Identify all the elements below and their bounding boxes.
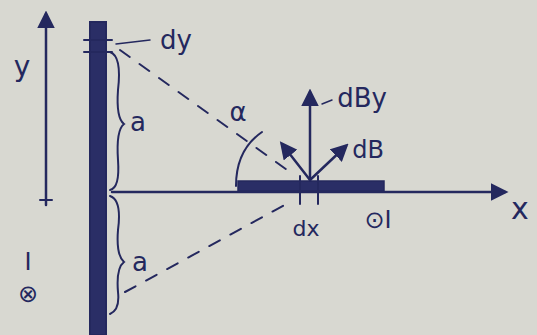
dB-vector: [310, 146, 346, 180]
current-label: I: [24, 248, 31, 276]
vector-label: dBy: [337, 85, 387, 111]
current-label: ⊙I: [364, 206, 391, 234]
current-direction: ⊗: [18, 282, 38, 306]
vector-label: dBy: [337, 83, 387, 113]
angle-arc: [236, 132, 262, 186]
origin-tick: [40, 199, 52, 201]
vector-label: dB: [352, 136, 384, 164]
dy-tick: [84, 51, 112, 53]
dy-tick: [84, 39, 112, 41]
rod: [238, 181, 384, 191]
dx-tick: [299, 176, 301, 204]
vector-label: dB: [352, 138, 384, 162]
current-label: I: [24, 250, 31, 274]
current-label: ⊙I: [364, 208, 391, 232]
dBy-vector: [309, 92, 312, 180]
dashed-line: [120, 50, 290, 172]
axis-label: y: [14, 50, 31, 83]
y-axis: [45, 14, 48, 205]
element-label: dy: [160, 25, 192, 55]
dx-tick: [317, 176, 319, 204]
bracket: [110, 52, 124, 190]
dB-vector: [282, 144, 310, 180]
axis-label: x: [511, 191, 529, 226]
element-label: dy: [160, 27, 192, 53]
axis-label: x: [511, 194, 529, 224]
distance-label: a: [132, 247, 148, 277]
wire: [90, 22, 106, 335]
angle-label: α: [229, 99, 246, 125]
distance-label: a: [130, 109, 146, 135]
dashed-line: [125, 202, 290, 292]
element-label: dx: [293, 218, 320, 240]
distance-label: a: [130, 107, 146, 137]
element-label: dx: [293, 216, 320, 241]
leader-line: [322, 100, 332, 104]
distance-label: a: [132, 249, 148, 275]
current-direction: ⊗: [18, 280, 38, 308]
angle-label: α: [229, 97, 246, 127]
axis-label: y: [14, 53, 31, 81]
leader-line: [116, 40, 150, 44]
bracket: [110, 196, 124, 314]
